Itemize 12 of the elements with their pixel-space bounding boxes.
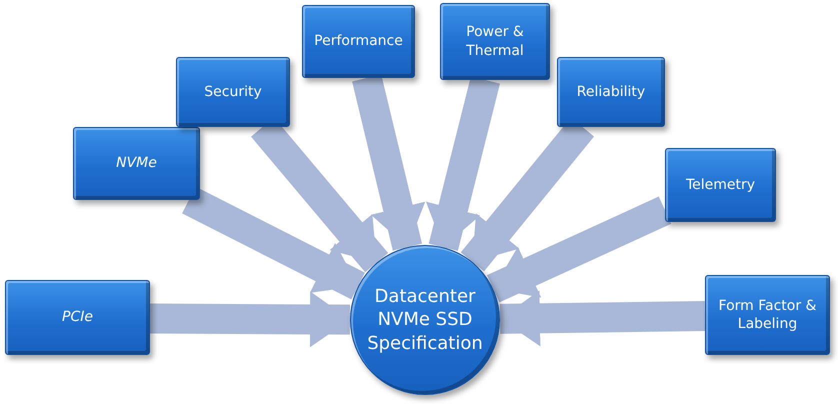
hub-circle: Datacenter NVMe SSD Specification xyxy=(350,245,500,395)
block-arrow xyxy=(150,291,350,348)
topic-box: Security xyxy=(176,57,290,127)
topic-box: Telemetry xyxy=(665,148,776,222)
topic-box: Power & Thermal xyxy=(440,3,550,80)
block-arrow xyxy=(486,196,672,302)
topic-box: Performance xyxy=(302,5,415,78)
block-arrow xyxy=(182,186,365,300)
topic-box: Reliability xyxy=(557,57,665,127)
topic-box: PCIe xyxy=(5,280,150,355)
topic-box: Form Factor & Labeling xyxy=(705,275,830,355)
topic-box: NVMe xyxy=(73,127,200,200)
